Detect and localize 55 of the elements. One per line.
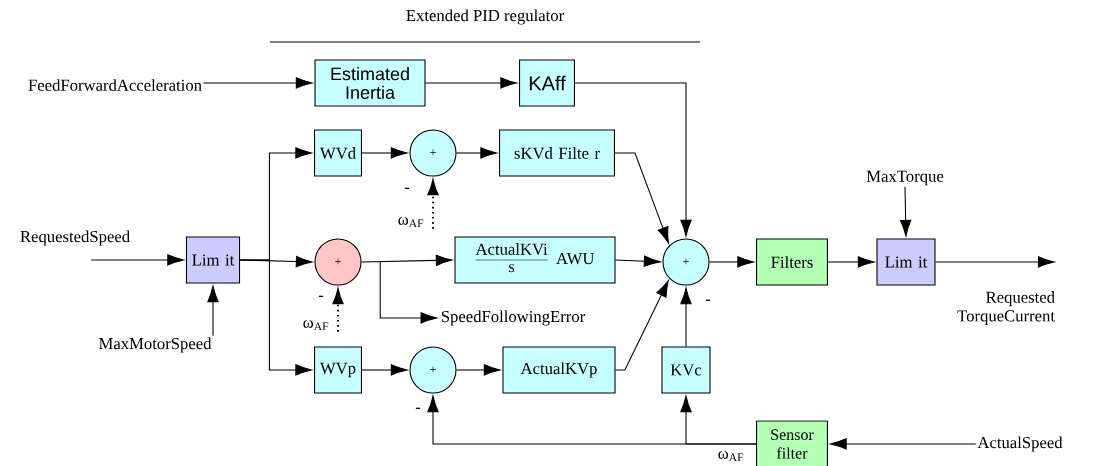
arrow (379, 261, 438, 324)
arrow (207, 285, 219, 337)
block-box: WVp (314, 346, 362, 394)
arrow (680, 287, 692, 347)
summing-junction: + (409, 346, 457, 394)
arrow (709, 256, 754, 268)
block-box: KVc (661, 346, 711, 394)
sign-label: - (705, 299, 711, 301)
signal-label: MaxMotorSpeed (99, 337, 212, 353)
arrow (456, 364, 501, 376)
limiter-box: Lim it (876, 238, 936, 286)
limiter-box: Lim it (185, 236, 241, 284)
arrow (90, 254, 184, 266)
summing-junction: + (409, 129, 457, 177)
arrow (361, 254, 453, 267)
block-box: sKVd Filte r (499, 129, 615, 177)
signal-label: Requested TorqueCurrent (957, 291, 1055, 325)
filter-box: Sensor filter (756, 420, 828, 466)
signal-label: ActualSpeed (977, 436, 1063, 452)
arrow (900, 186, 912, 237)
arrow (361, 147, 408, 159)
summing-junction: + (662, 238, 710, 286)
arrow (615, 255, 661, 267)
block-box: ActualKVi s AWU (454, 236, 616, 284)
sign-label: - (404, 187, 410, 189)
block-box: KAff (519, 59, 575, 107)
arrow (203, 77, 313, 89)
arrow (427, 395, 757, 445)
arrow (935, 256, 1055, 268)
arrow (239, 259, 312, 376)
block-box: Estimated Inertia (314, 59, 426, 107)
sign-label: ω$_{AF}$ (718, 450, 744, 462)
arrow (827, 256, 875, 268)
signal-label: ω$_{AF}$ (303, 319, 329, 331)
arrow (456, 147, 497, 159)
sign-label: - (415, 407, 421, 409)
arrow (425, 77, 517, 89)
signal-label: ω$_{AF}$ (398, 216, 424, 228)
block-box: ActualKVp (502, 346, 616, 394)
signal-label: MaxTorque (866, 170, 944, 186)
arrow (614, 152, 669, 244)
arrow (361, 364, 408, 376)
signal-label: FeedForwardAcceleration (28, 79, 202, 91)
arrow (427, 180, 439, 230)
summing-junction: + (314, 238, 362, 286)
sign-label: - (318, 295, 324, 297)
signal-label: RequestedSpeed (20, 230, 130, 246)
signal-label: SpeedFollowingError (441, 310, 586, 326)
block-box: WVd (314, 129, 362, 177)
title: Extended PID regulator (406, 9, 564, 25)
arrow (830, 438, 977, 450)
arrow (615, 280, 669, 371)
filter-box: Filters (756, 238, 828, 286)
arrow (574, 82, 692, 237)
arrow (332, 289, 344, 333)
